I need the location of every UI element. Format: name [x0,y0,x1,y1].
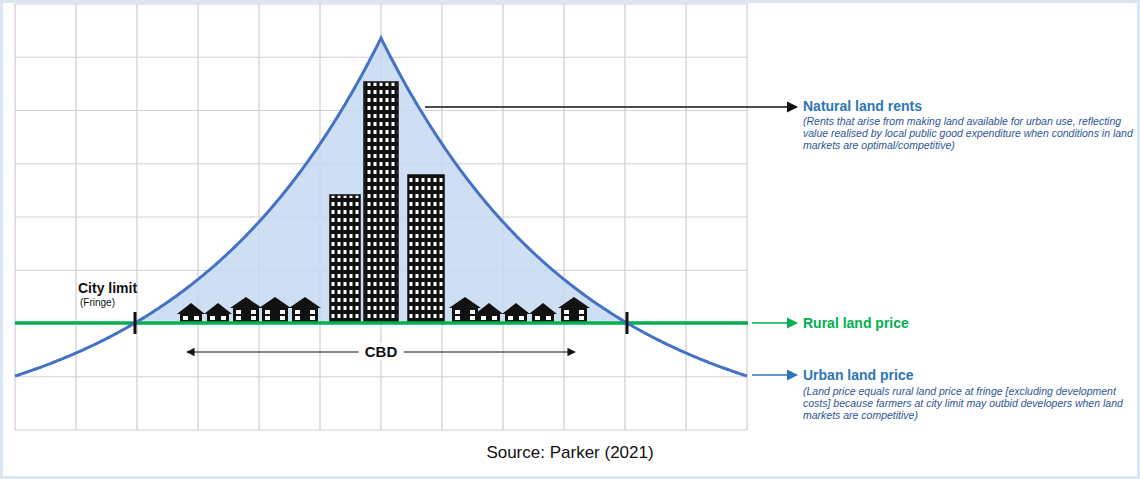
rural-label: Rural land price [803,315,909,331]
rent-label: Natural land rents [803,98,922,114]
houses [177,297,590,323]
grid [15,4,748,430]
fringe-tick [134,312,137,334]
source-caption: Source: Parker (2021) [486,443,653,463]
rent-note: (Rents that arise from making land avail… [803,115,1133,151]
urban-leader [752,374,797,376]
cbd-label: CBD [359,343,404,360]
fringe-note: (Fringe) [80,297,115,309]
fringe-label: City limit [78,280,137,296]
rent-area [135,38,627,323]
rent-leader [425,106,797,108]
urban-price-curve [15,38,747,376]
rural-price-line [15,321,748,325]
urban-note: (Land price equals rural land price at f… [803,385,1133,421]
rural-leader [752,322,797,324]
urban-label: Urban land price [803,367,913,383]
fringe-tick [626,312,629,334]
